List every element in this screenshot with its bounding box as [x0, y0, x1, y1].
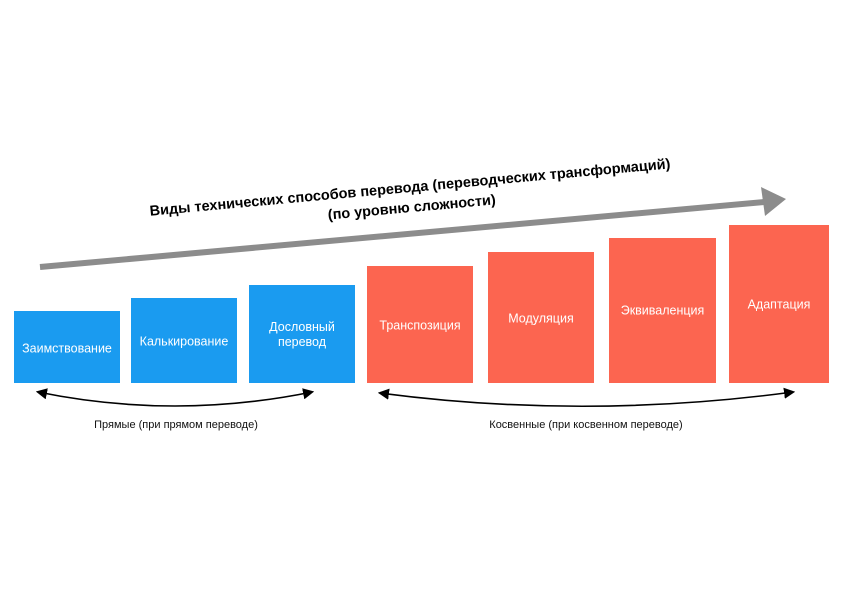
indirect-methods-group: Транспозиция Модуляция Эквиваленция Адаптац… — [367, 225, 829, 383]
direct-block-rect — [131, 298, 237, 383]
diagram-title: Виды технических способов перевода (пере… — [149, 156, 671, 223]
complexity-arrow-head — [761, 187, 786, 216]
direct-block-label: Заимствование — [22, 342, 112, 356]
indirect-block-2: Модуляция — [488, 252, 594, 383]
indirect-group-bracket — [377, 387, 796, 408]
direct-block-label: Дословный — [269, 320, 335, 334]
direct-block-label: Калькирование — [140, 335, 229, 349]
indirect-block-rect — [488, 252, 594, 383]
indirect-block-label: Транспозиция — [379, 319, 460, 333]
direct-methods-group: Заимствование Калькирование Дословныйперев… — [14, 285, 355, 383]
direct-block-2: Калькирование — [131, 298, 237, 383]
direct-group-bracket — [35, 388, 315, 407]
direct-block-label: перевод — [278, 335, 327, 349]
complexity-arrow — [39, 187, 786, 270]
indirect-block-rect — [729, 225, 829, 383]
indirect-block-4: Адаптация — [729, 225, 829, 383]
indirect-block-label: Эквиваленция — [621, 304, 705, 318]
direct-block-1: Заимствование — [14, 311, 120, 383]
direct-group-label: Прямые (при прямом переводе) — [94, 419, 258, 431]
indirect-block-label: Адаптация — [748, 298, 811, 312]
indirect-block-rect — [609, 238, 716, 383]
indirect-block-1: Транспозиция — [367, 266, 473, 383]
direct-block-rect — [249, 285, 355, 383]
indirect-block-rect — [367, 266, 473, 383]
indirect-block-label: Модуляция — [508, 312, 573, 326]
indirect-block-3: Эквиваленция — [609, 238, 716, 383]
indirect-group-label: Косвенные (при косвенном переводе) — [489, 419, 682, 431]
complexity-arrow-shaft — [39, 199, 765, 270]
direct-block-rect — [14, 311, 120, 383]
